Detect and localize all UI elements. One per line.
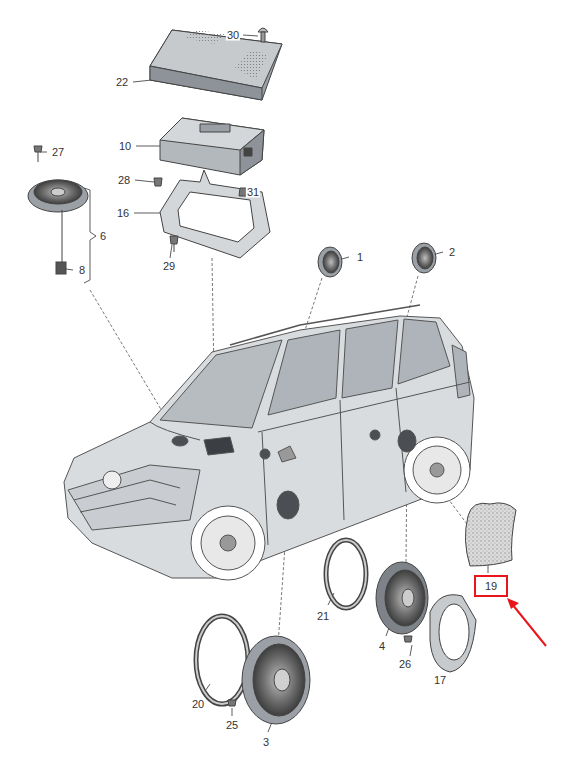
callout-number: 20: [191, 699, 205, 710]
callout-number: 17: [433, 675, 447, 686]
callout-number: 27: [51, 147, 65, 158]
callout-number: 22: [115, 77, 129, 88]
callout-number: 1: [356, 252, 364, 263]
callout-number: 25: [225, 720, 239, 731]
callout-number: 28: [117, 175, 131, 186]
callout-number: 2: [448, 247, 456, 258]
callout-number: 21: [316, 611, 330, 622]
callout-number: 30: [226, 30, 240, 41]
callout-number: 10: [118, 141, 132, 152]
highlight-box: 19: [474, 575, 508, 597]
callout-number: 26: [398, 659, 412, 670]
callout-number: 31: [246, 187, 260, 198]
callout-number: 19: [485, 581, 497, 592]
callout-number: 8: [78, 265, 86, 276]
callout-number: 4: [378, 641, 386, 652]
callout-number: 6: [99, 231, 107, 242]
callout-number: 29: [162, 261, 176, 272]
callout-number: 16: [116, 208, 130, 219]
callout-number: 3: [262, 737, 270, 748]
